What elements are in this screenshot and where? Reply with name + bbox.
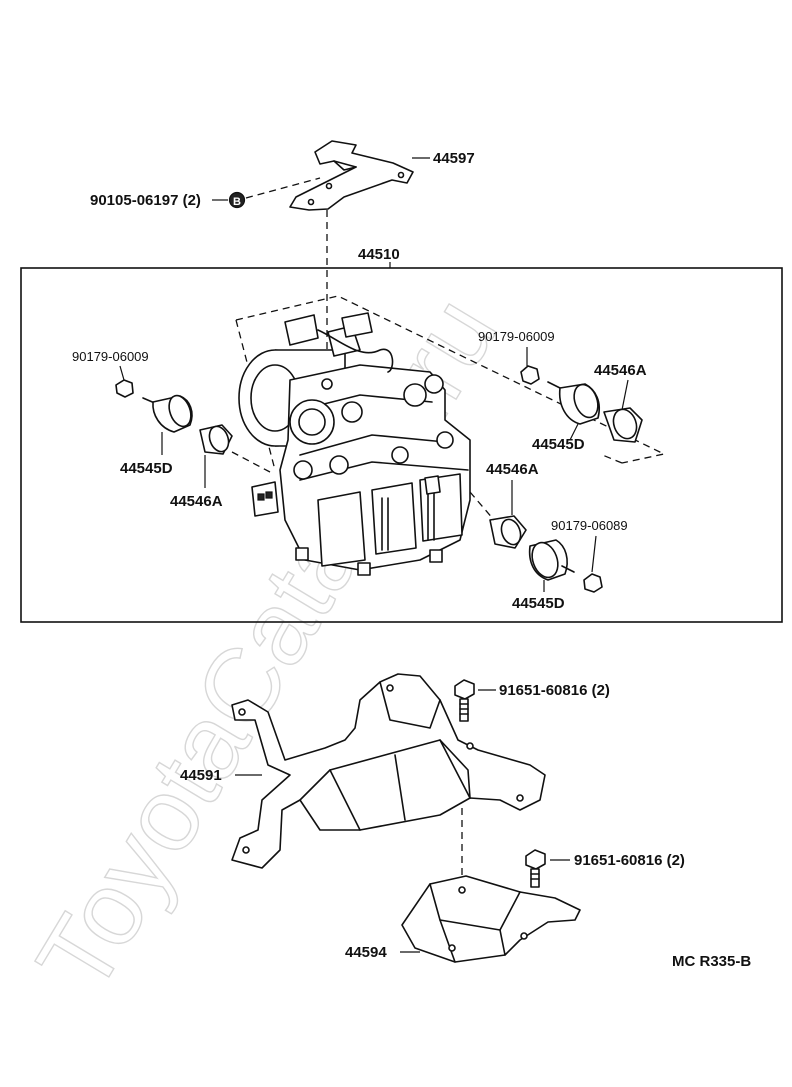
cushion-right-bottom-44545d-drawing[interactable] [528,539,575,581]
nut-left-drawing[interactable] [115,379,134,398]
bolt-91651-lower-drawing[interactable] [525,849,546,888]
label-44594: 44594 [345,944,387,961]
label-90105-06197: 90105-06197 (2) [90,192,201,209]
grommet-left-44546a-drawing[interactable] [199,424,233,455]
label-nut-left: 90179-06009 [72,349,149,364]
label-grommet-right-bottom: 44546A [486,461,539,478]
grommet-right-top-44546a-drawing[interactable] [603,406,643,443]
nut-right-bottom-drawing[interactable] [583,573,603,593]
label-91651-lower: 91651-60816 (2) [574,852,685,869]
label-44510: 44510 [358,246,400,263]
drawing-code: MC R335-B [672,953,751,970]
bolt-91651-upper-drawing[interactable] [454,679,475,722]
grommet-right-bottom-44546a-drawing[interactable] [489,515,527,549]
label-grommet-right-top: 44546A [594,362,647,379]
bracket-44591-drawing[interactable] [231,673,546,869]
nut-right-top-drawing[interactable] [520,365,540,385]
label-44597: 44597 [433,150,475,167]
assembly-44510-frame [20,267,783,623]
label-cushion-left: 44545D [120,460,173,477]
label-grommet-left: 44546A [170,493,223,510]
label-91651-upper: 91651-60816 (2) [499,682,610,699]
label-nut-right-top: 90179-06009 [478,329,555,344]
bracket-44594-drawing[interactable] [401,875,581,963]
svg-text:B: B [233,196,241,208]
label-nut-right-bottom: 90179-06089 [551,518,628,533]
cushion-left-44545d-drawing[interactable] [142,393,195,433]
cushion-right-top-44545d-drawing[interactable] [547,381,602,425]
label-cushion-right-bottom: 44545D [512,595,565,612]
label-cushion-right-top: 44545D [532,436,585,453]
bolt-marker-b-icon: B [228,191,246,209]
abs-actuator-drawing[interactable] [238,312,471,576]
label-44591: 44591 [180,767,222,784]
bracket-44597-drawing[interactable] [289,140,414,211]
